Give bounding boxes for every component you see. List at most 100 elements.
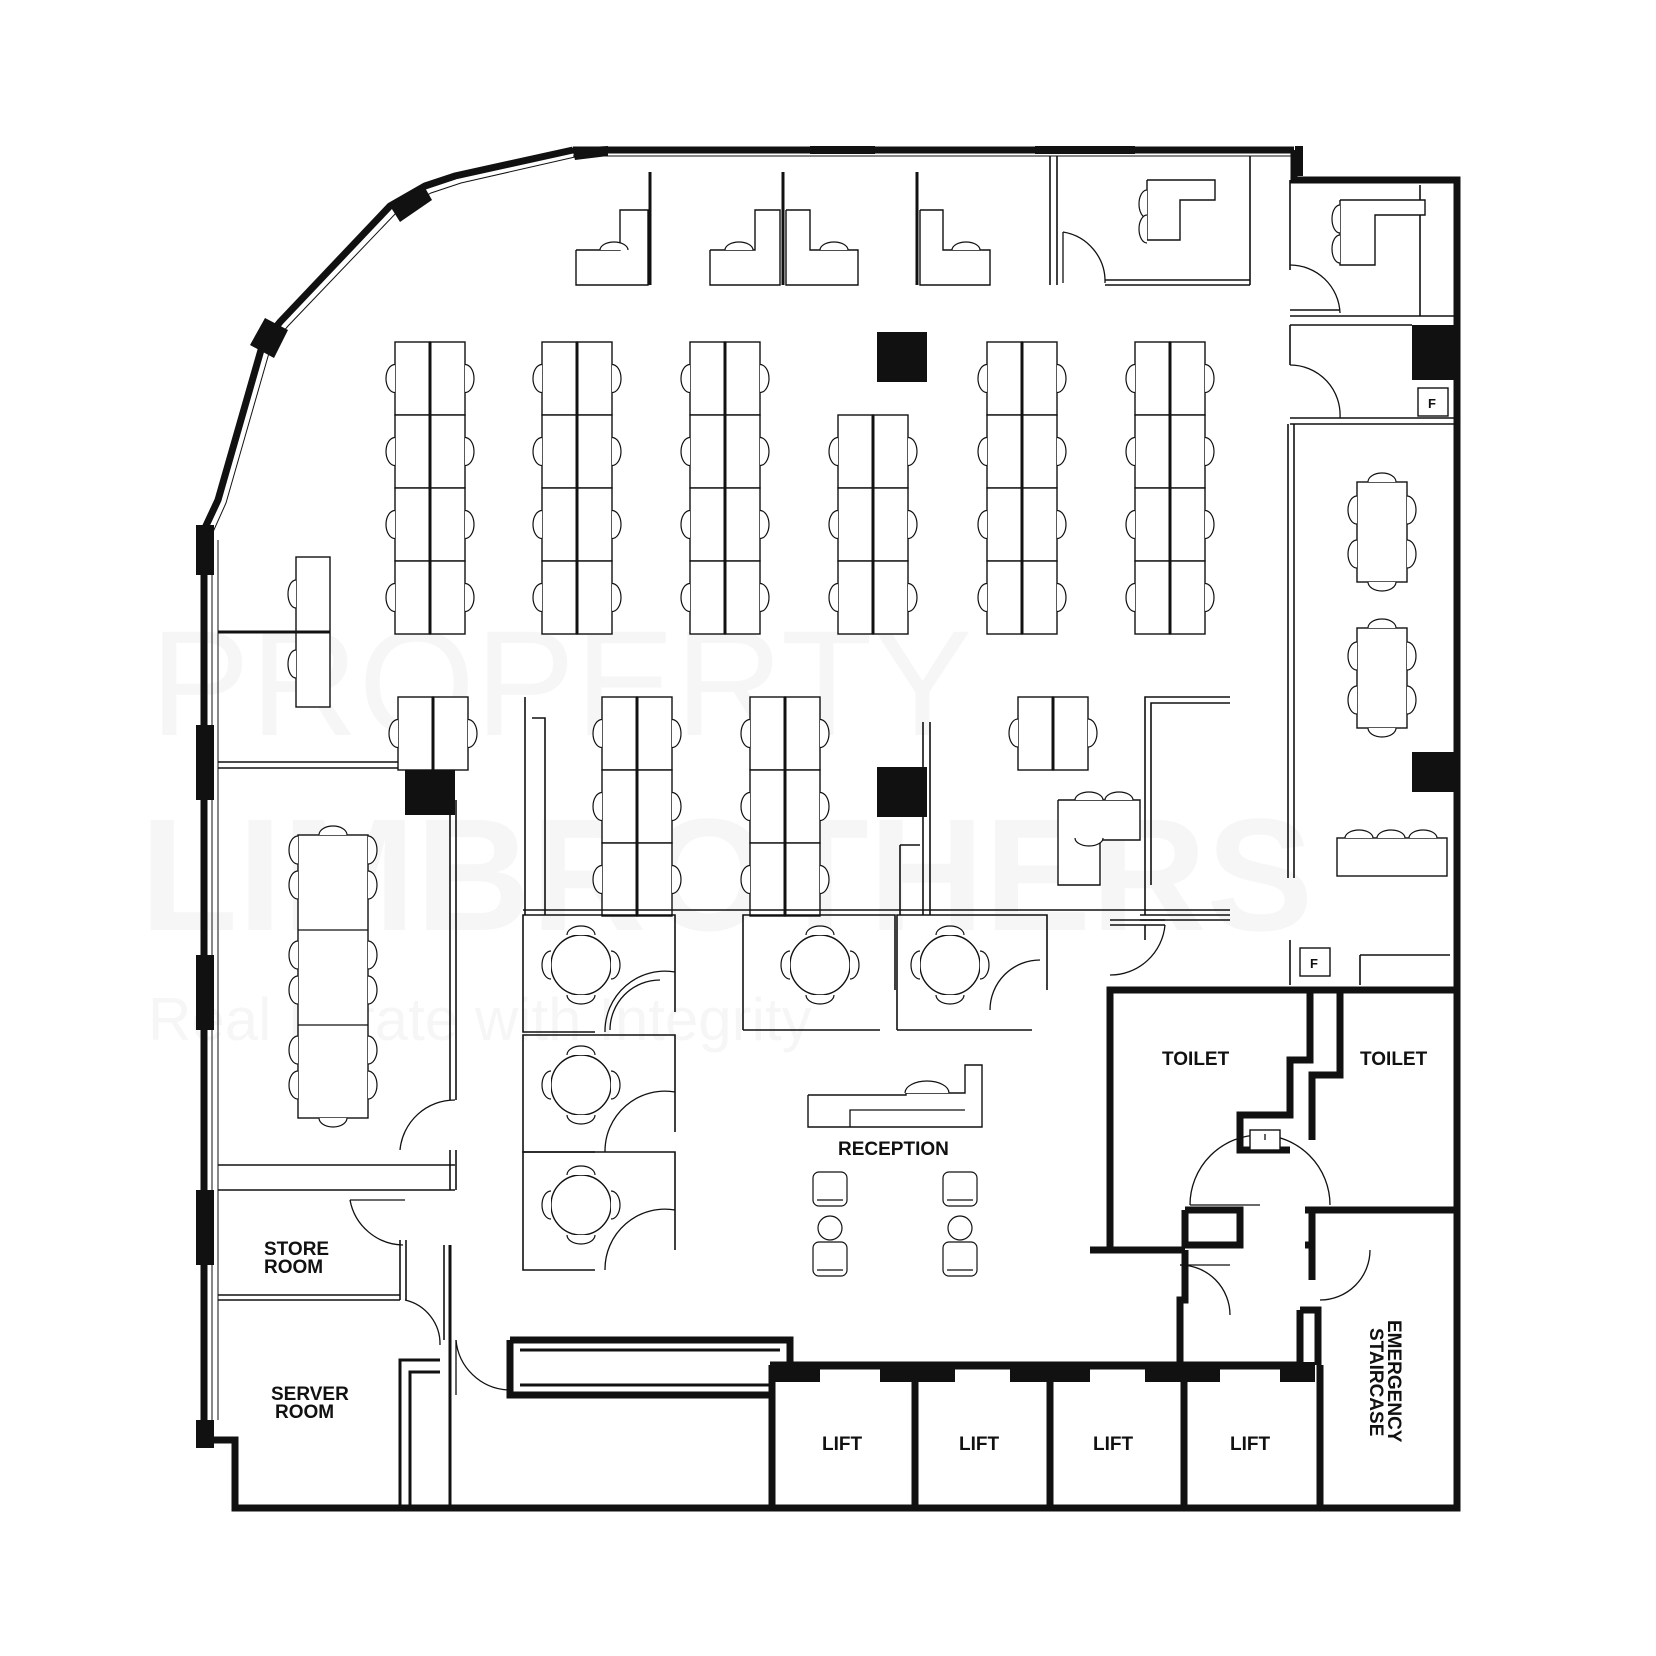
desk [1021, 341, 1058, 416]
fire-marker-1: F [1428, 396, 1436, 411]
chair [1367, 727, 1397, 738]
chair [671, 864, 682, 895]
chair [1347, 539, 1358, 569]
bench-block [388, 696, 478, 771]
chair [464, 509, 475, 540]
pod-partition [896, 914, 1048, 1030]
armchair [942, 1171, 978, 1207]
pod-partition [522, 914, 676, 1033]
chair [385, 363, 396, 394]
bench-block [592, 696, 682, 917]
chair [828, 582, 839, 613]
chair [385, 436, 396, 467]
desk [986, 414, 1023, 489]
reception-desk [807, 1064, 983, 1277]
chair [532, 582, 543, 613]
room-label-lift-4: LIFT [1230, 1434, 1270, 1455]
chair [1347, 685, 1358, 715]
desk [872, 487, 909, 562]
chair [1008, 718, 1019, 748]
room-label-toilet-right: TOILET [1360, 1049, 1428, 1070]
round-table [789, 934, 851, 996]
armchair [812, 1171, 848, 1207]
armchair [942, 1241, 978, 1277]
desk [394, 341, 431, 416]
chair [611, 363, 622, 394]
desk [1021, 414, 1058, 489]
bench-block [828, 414, 918, 635]
chair [1367, 618, 1397, 629]
chair [288, 1035, 299, 1065]
chair [367, 835, 378, 865]
chair [288, 835, 299, 865]
chair [1406, 539, 1417, 569]
desk [837, 414, 874, 489]
center-right-desk [524, 697, 1141, 915]
room-labels: TOILET TOILET RECEPTION STORE ROOM SERVE… [264, 1049, 1428, 1455]
desk [784, 696, 821, 771]
chair [566, 1165, 596, 1176]
desk [1021, 560, 1058, 635]
desk [1169, 560, 1206, 635]
room-label-server-1: SERVER [271, 1384, 349, 1405]
desk [784, 842, 821, 917]
chair [1347, 641, 1358, 671]
desk [724, 414, 761, 489]
desk [394, 487, 431, 562]
chair [610, 1190, 621, 1220]
chair [740, 864, 751, 895]
chair [318, 1117, 348, 1128]
chair [977, 436, 988, 467]
chair [610, 1070, 621, 1100]
room-label-reception: RECEPTION [838, 1139, 949, 1160]
desk [394, 560, 431, 635]
round-table [550, 1174, 612, 1236]
chair [1204, 582, 1215, 613]
chair [805, 925, 835, 936]
chair [611, 509, 622, 540]
chair [464, 363, 475, 394]
meeting-pod [522, 1151, 676, 1271]
chair [566, 1234, 596, 1245]
chair [977, 582, 988, 613]
chair [1056, 509, 1067, 540]
desk [1017, 696, 1054, 771]
chair [367, 975, 378, 1005]
chair [907, 436, 918, 467]
right-meeting-tables [1336, 472, 1448, 877]
meeting-pods [522, 909, 1230, 1271]
chair [1367, 472, 1397, 483]
meeting-pod [522, 914, 676, 1033]
chair [532, 509, 543, 540]
desk [986, 341, 1023, 416]
chair [367, 1070, 378, 1100]
desk [872, 560, 909, 635]
desk [689, 560, 726, 635]
desk [601, 696, 638, 771]
chair [1056, 436, 1067, 467]
chair [1406, 495, 1417, 525]
chair [935, 994, 965, 1005]
desk [397, 696, 434, 771]
chair [541, 950, 552, 980]
desk [429, 560, 466, 635]
desk [576, 560, 613, 635]
chair [740, 791, 751, 822]
chair [819, 791, 830, 822]
desk [689, 341, 726, 416]
bench-block [977, 341, 1067, 635]
desk [1134, 341, 1171, 416]
desk [784, 769, 821, 844]
chair [828, 436, 839, 467]
room-label-store-1: STORE [264, 1239, 329, 1260]
meeting-pod [742, 914, 896, 1031]
desk [432, 696, 469, 771]
chair [671, 791, 682, 822]
room-label-emergency-2: STAIRCASE [1365, 1328, 1386, 1436]
armchair [812, 1241, 848, 1277]
desk [724, 341, 761, 416]
exterior-walls [196, 146, 1461, 1512]
pod-door [989, 959, 1041, 1011]
room-label-lift-2: LIFT [959, 1434, 999, 1455]
